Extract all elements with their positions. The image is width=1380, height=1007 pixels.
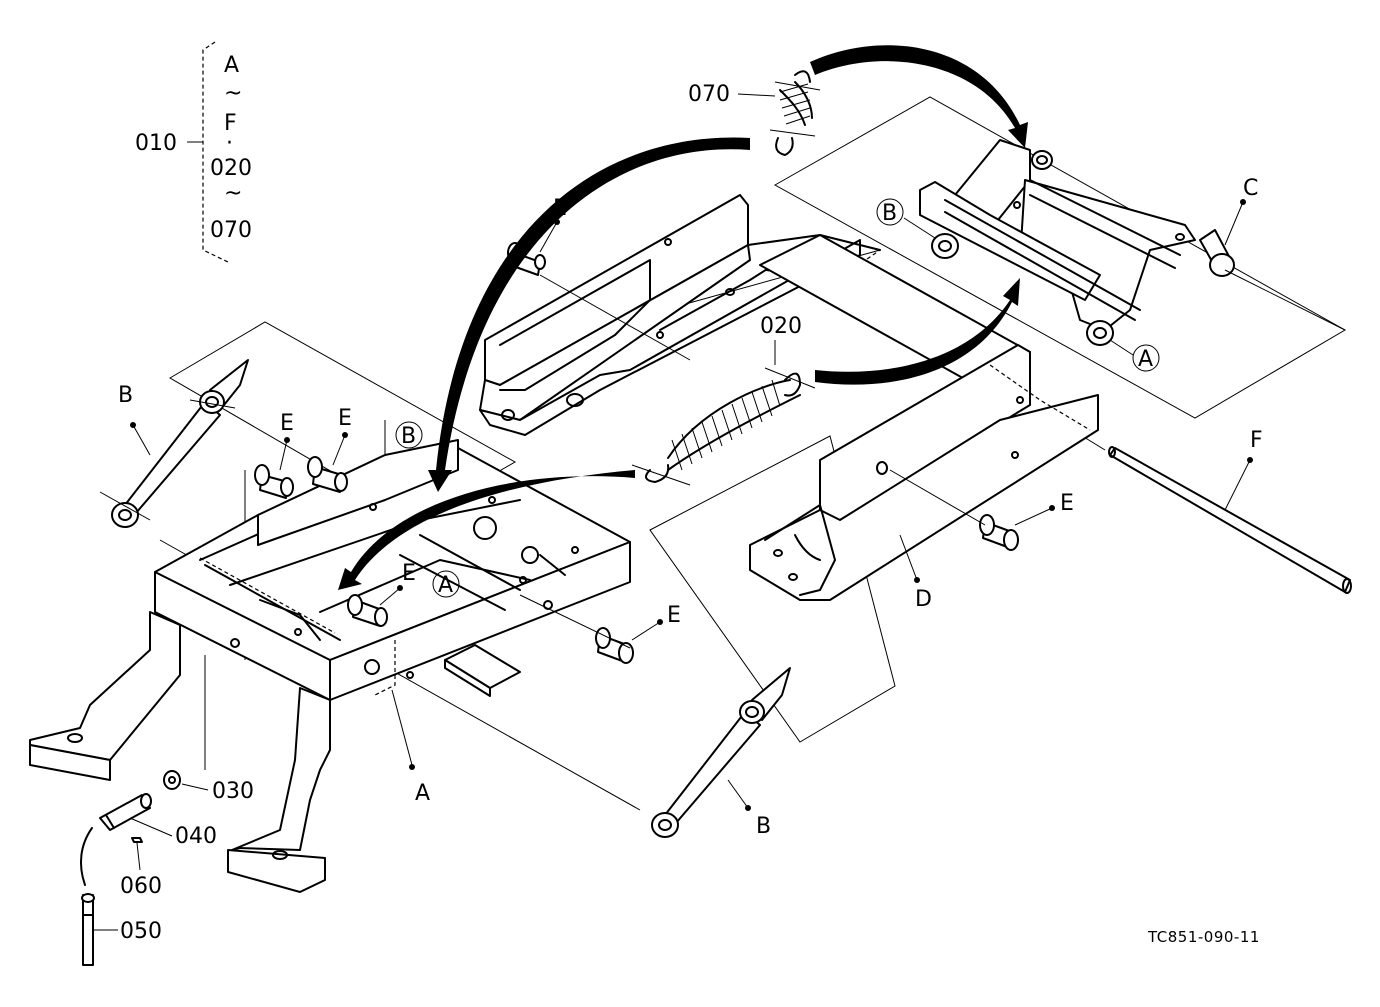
base-frame (154, 439, 631, 701)
callout-e: E (338, 406, 352, 431)
linkage-assembly-c (919, 139, 1346, 346)
link-b-left (99, 359, 249, 528)
callouts: 070 020 030 040 060 050 A A A B B B (93, 82, 1263, 944)
callout-b: B (118, 383, 133, 408)
pin-e (307, 456, 348, 493)
callout-e: E (667, 603, 681, 628)
pin-e (254, 464, 294, 499)
legend-range-item: A (224, 53, 239, 78)
callout-b: B (756, 814, 771, 839)
spring-020 (631, 367, 816, 486)
assembly-arrows (338, 45, 1028, 590)
small-parts (79, 770, 181, 966)
callout-040: 040 (175, 824, 217, 849)
legend-bracket: 010 A ~ F · 020 ~ 070 (135, 41, 252, 263)
callout-d: D (915, 587, 932, 612)
legend-range-item: 070 (210, 218, 252, 243)
lower-rail-d (749, 344, 1099, 601)
pin-e (595, 627, 634, 664)
callout-e: E (402, 561, 416, 586)
link-b-right (651, 667, 791, 838)
spring-070 (769, 70, 821, 156)
callout-e: E (1060, 491, 1074, 516)
callout-c: C (1243, 176, 1258, 201)
callout-020: 020 (760, 314, 802, 339)
pin-e (979, 514, 1019, 551)
callout-e: E (553, 196, 567, 221)
callout-f: F (1250, 428, 1263, 453)
legend-range-item: · (226, 131, 233, 156)
legend-range-item: ~ (224, 181, 242, 206)
callout-060: 060 (120, 874, 162, 899)
callout-050: 050 (120, 919, 162, 944)
legend-assembly-number: 010 (135, 131, 177, 156)
pin-050 (81, 893, 95, 966)
legend-range-item: ~ (224, 81, 242, 106)
legend-range-item: F (224, 111, 237, 136)
chain-050 (79, 827, 93, 886)
cotter-060 (131, 837, 143, 843)
legend-range-item: 020 (210, 156, 252, 181)
base-legs (29, 611, 331, 893)
callout-a: A (415, 781, 430, 806)
shaft-f (1108, 446, 1352, 594)
callout-070: 070 (688, 82, 730, 107)
pin-040 (99, 793, 152, 831)
mount-plate-edge (444, 659, 491, 697)
callout-b-circled: B (401, 424, 416, 449)
pin-e (347, 594, 388, 627)
callout-e: E (280, 411, 294, 436)
callout-a-circled: A (1138, 347, 1153, 372)
washer-030 (163, 770, 181, 790)
callout-a-circled: A (438, 573, 453, 598)
callout-b-circled: B (882, 201, 897, 226)
drawing-code: TC851-090-11 (1147, 928, 1260, 946)
callout-030: 030 (212, 779, 254, 804)
